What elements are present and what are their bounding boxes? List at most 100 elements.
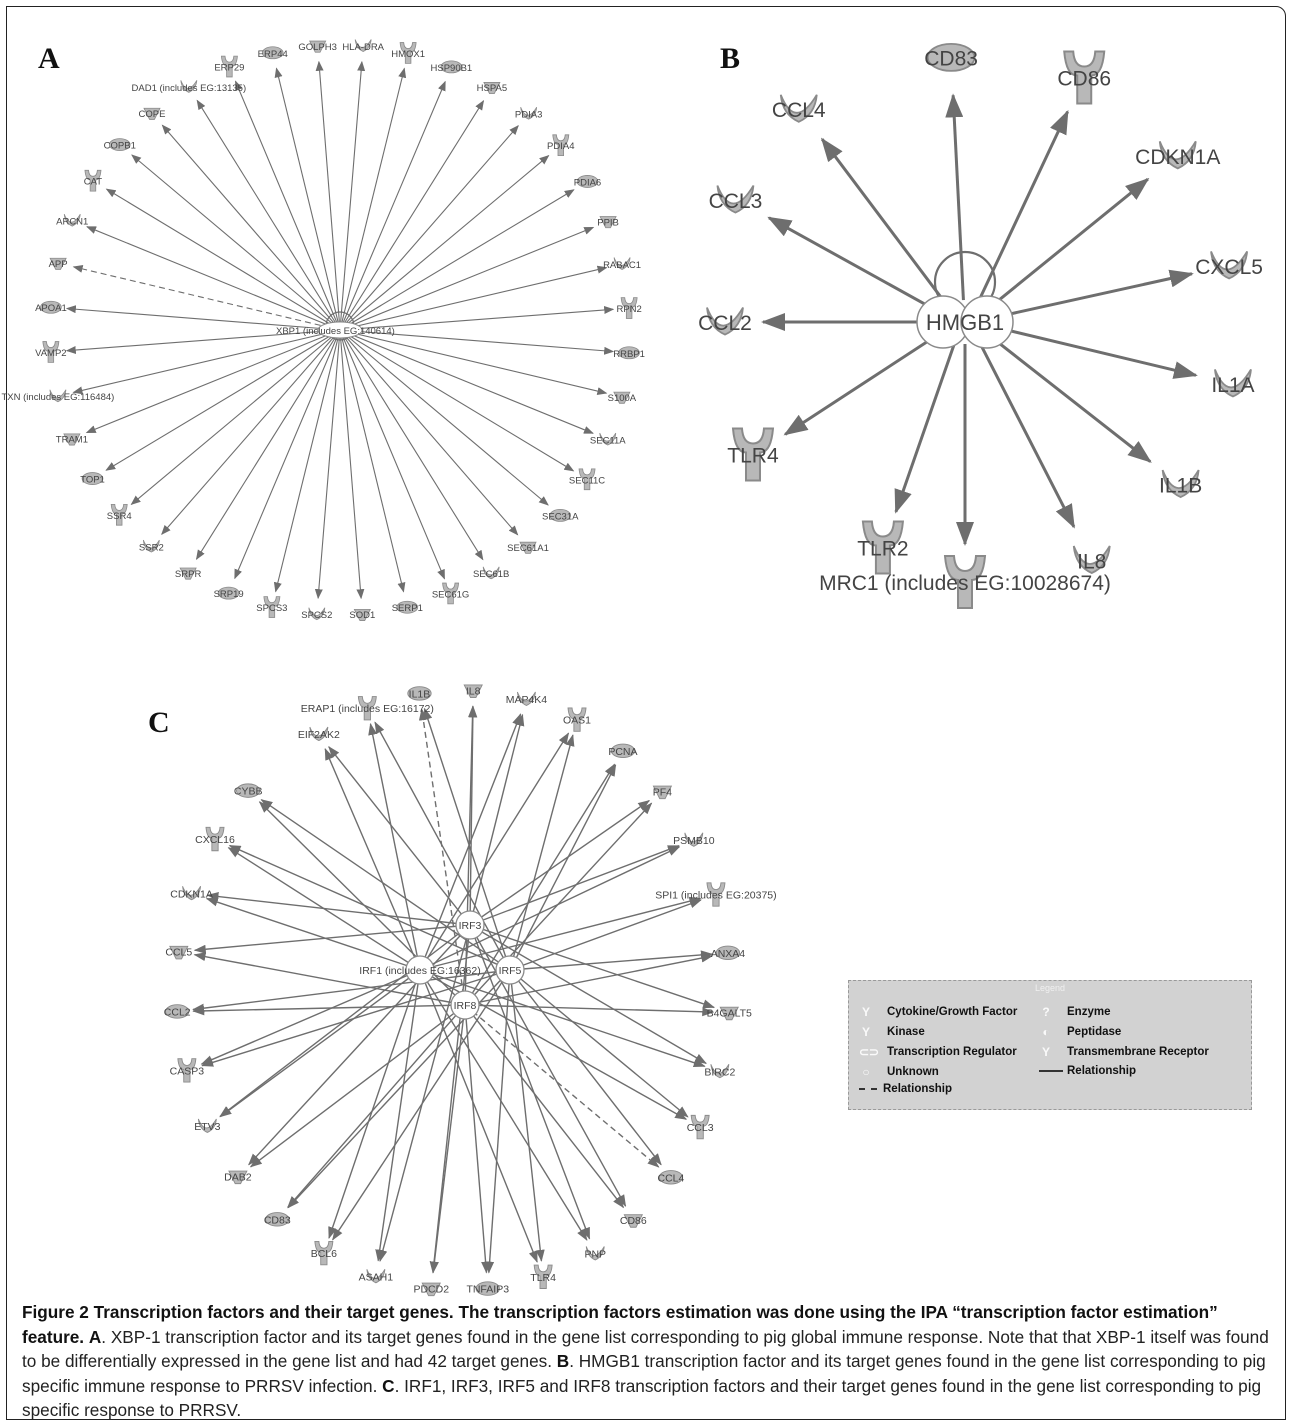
label-a-pdia6: PDIA6 bbox=[574, 177, 601, 188]
node-a-rabac1-icon bbox=[613, 257, 631, 270]
label-c-cd86: CD86 bbox=[620, 1215, 647, 1227]
edge-a-apoa1 bbox=[65, 305, 341, 331]
edge-c-asah1-1 bbox=[375, 969, 421, 1262]
edge-c-pf4-1 bbox=[469, 799, 651, 926]
node-a-sec11c-icon bbox=[578, 468, 596, 491]
edge-c-pdcd2-1 bbox=[429, 924, 471, 1274]
node-b-cxcl5-icon bbox=[1210, 251, 1248, 280]
label-c-ccl2: CCL2 bbox=[164, 1006, 191, 1018]
edge-c-pnp-1 bbox=[419, 969, 588, 1241]
label-c-casp3: CASP3 bbox=[170, 1065, 205, 1077]
edge-a-hspa5 bbox=[339, 99, 485, 331]
edge-a-srp19 bbox=[234, 329, 341, 580]
edge-c-ccl4-0 bbox=[509, 969, 662, 1166]
hub-c-node-2 bbox=[495, 955, 525, 985]
legend-item-peptidase: ◐ Peptidase bbox=[1039, 1025, 1121, 1039]
label-a-pdia3: PDIA3 bbox=[515, 110, 542, 121]
edge-c-ccl4-1 bbox=[464, 1004, 660, 1168]
label-a-pdia4: PDIA4 bbox=[547, 141, 574, 152]
edge-b-cdkn1a bbox=[987, 177, 1150, 310]
node-c-tlr4-icon bbox=[533, 1264, 553, 1289]
edge-a-ppib bbox=[339, 226, 595, 331]
node-a-dad1-includes-eg-13135-icon bbox=[180, 80, 198, 93]
label-a-erp29: ERP29 bbox=[214, 63, 244, 74]
edge-c-b4galt5-0 bbox=[464, 1004, 715, 1017]
edge-a-sec61b bbox=[339, 329, 484, 561]
edge-a-tram1 bbox=[85, 329, 341, 434]
label-a-hspa5: HSPA5 bbox=[477, 83, 507, 94]
node-c-ccl2-icon bbox=[165, 1004, 190, 1019]
edge-c-birc2-0 bbox=[469, 924, 707, 1064]
edge-b-ccl3 bbox=[767, 216, 940, 313]
edge-c-map4k4-0 bbox=[469, 713, 525, 926]
label-c-ccl4: CCL4 bbox=[657, 1172, 684, 1184]
edge-b-cd83 bbox=[945, 93, 965, 301]
label-a-app: APP bbox=[49, 259, 68, 270]
label-a-hla-dra: HLA-DRA bbox=[342, 42, 384, 53]
legend-title: Legend bbox=[1034, 983, 1066, 993]
figure-caption: Figure 2 Transcription factors and their… bbox=[22, 1300, 1272, 1423]
edge-a-ssr2 bbox=[161, 329, 341, 536]
node-b-tlr2-icon bbox=[861, 520, 905, 575]
node-a-sec61a1-icon bbox=[519, 541, 537, 554]
edge-c-il1b-0 bbox=[423, 707, 511, 971]
node-c-etv3-icon bbox=[197, 1118, 217, 1133]
node-b-ccl4-icon bbox=[779, 94, 818, 123]
legend-box: Legend Y Cytokine/Growth Factor ? Enzyme… bbox=[848, 980, 1252, 1110]
label-c-ccl5: CCL5 bbox=[165, 947, 192, 959]
edge-c-eif2ak2-1 bbox=[324, 748, 421, 971]
node-a-ssr2-icon bbox=[142, 539, 160, 553]
edge-a-hla-dra bbox=[339, 60, 366, 331]
edge-b-cxcl5 bbox=[994, 269, 1194, 319]
label-c-anxa4: ANXA4 bbox=[711, 948, 746, 960]
node-c-b4galt5-icon bbox=[719, 1006, 739, 1021]
edge-c-erap1-includes-eg-16172-0 bbox=[368, 722, 421, 971]
edge-c-cxcl16-0 bbox=[227, 847, 421, 971]
edge-c-tlr4-1 bbox=[509, 969, 545, 1262]
node-a-app-icon bbox=[49, 257, 67, 270]
legend-item-transmembrane-receptor: Y Transmembrane Receptor bbox=[1039, 1045, 1209, 1059]
edge-c-pcna-0 bbox=[509, 764, 617, 971]
label-c-tlr4: TLR4 bbox=[530, 1272, 556, 1284]
label-a-tram1: TRAM1 bbox=[56, 435, 88, 446]
label-a-s100a: S100A bbox=[608, 393, 637, 404]
node-c-dab2-icon bbox=[228, 1170, 248, 1185]
hub-c-label-0: IRF3 bbox=[459, 920, 482, 932]
legend-item-relationship-solid: Relationship bbox=[1039, 1065, 1136, 1077]
node-a-copb1-icon bbox=[108, 138, 131, 151]
edge-c-cdkn1a-0 bbox=[206, 892, 471, 926]
label-a-sec61b: SEC61B bbox=[473, 569, 509, 580]
label-a-srpr: SRPR bbox=[175, 569, 202, 580]
edge-c-oas1-1 bbox=[509, 734, 575, 971]
node-c-cd86-icon bbox=[623, 1214, 644, 1228]
legend-item-enzyme: ? Enzyme bbox=[1039, 1005, 1110, 1019]
label-c-pnp: PNP bbox=[584, 1249, 606, 1261]
node-a-arcn1-icon bbox=[63, 213, 81, 227]
node-c-psmb10-icon bbox=[684, 832, 704, 847]
label-c-dab2: DAB2 bbox=[224, 1171, 252, 1183]
caption-title: Transcription factors and their target g… bbox=[22, 1302, 1218, 1347]
label-c-map4k4: MAP4K4 bbox=[506, 694, 548, 706]
label-a-sec61g: SEC61G bbox=[432, 589, 470, 600]
label-a-spcs2: SPCS2 bbox=[301, 610, 332, 621]
node-a-pdia4-icon bbox=[552, 134, 570, 157]
edge-a-spcs2 bbox=[314, 329, 341, 600]
label-a-sec61a1: SEC61A1 bbox=[507, 543, 549, 554]
edge-c-ccl5-0 bbox=[193, 952, 466, 1006]
label-b-il1a: IL1A bbox=[1211, 374, 1254, 397]
edge-a-pdia4 bbox=[339, 154, 550, 331]
node-a-cope-icon bbox=[143, 107, 161, 120]
node-b-cd83-icon bbox=[926, 42, 976, 72]
edge-a-dad1-includes-eg-13135 bbox=[196, 99, 341, 331]
hub-c-label-1: IRF1 (includes EG:16362) bbox=[359, 965, 480, 977]
edge-c-ccl3-1 bbox=[509, 969, 689, 1118]
edge-a-top1 bbox=[105, 329, 341, 471]
label-a-vamp2: VAMP2 bbox=[35, 348, 67, 359]
label-c-birc2: BIRC2 bbox=[704, 1066, 735, 1078]
node-a-sec61b-icon bbox=[482, 566, 500, 580]
hub-a-label: XBP1 (includes EG:140614) bbox=[276, 326, 395, 337]
edge-a-spcs3 bbox=[273, 329, 341, 593]
node-c-cd83-icon bbox=[265, 1212, 290, 1227]
edge-a-sec11c bbox=[339, 329, 575, 472]
legend-item-relationship-dashed: Relationship bbox=[859, 1083, 952, 1095]
